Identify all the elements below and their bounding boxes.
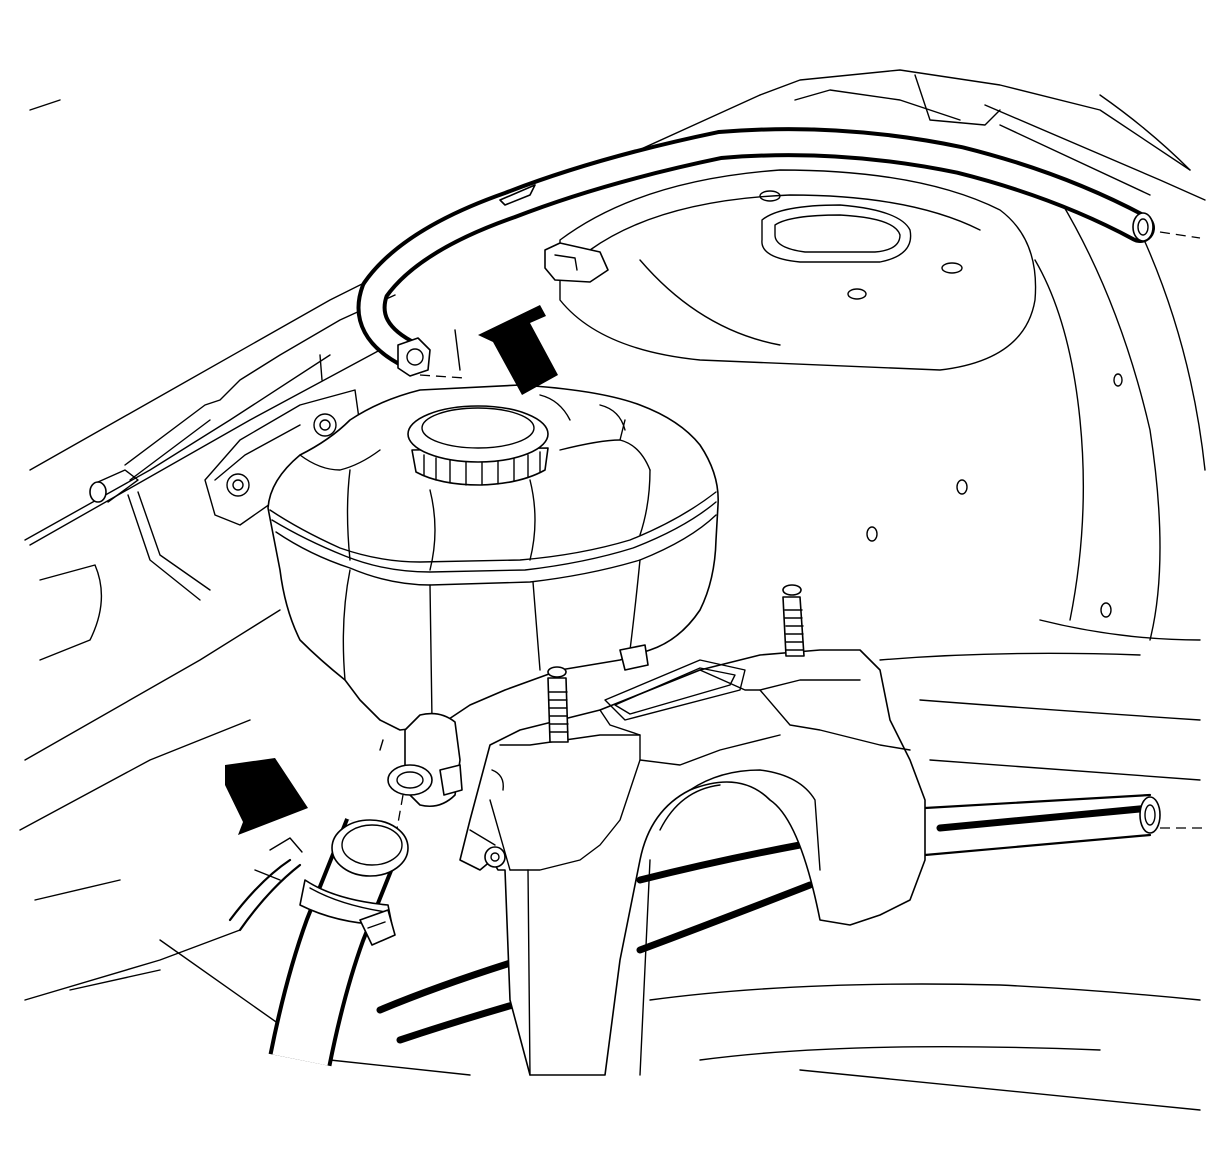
lower-arrow-icon bbox=[225, 758, 308, 835]
upper-vent-hose bbox=[319, 127, 1201, 381]
lower-outlet-hose bbox=[228, 818, 409, 1067]
indicator-arrows bbox=[225, 305, 558, 835]
body-panels bbox=[19, 69, 1206, 1111]
upper-arrow-icon bbox=[478, 305, 558, 395]
coolant-reservoir bbox=[267, 384, 719, 841]
mounting-bracket bbox=[459, 584, 926, 1076]
